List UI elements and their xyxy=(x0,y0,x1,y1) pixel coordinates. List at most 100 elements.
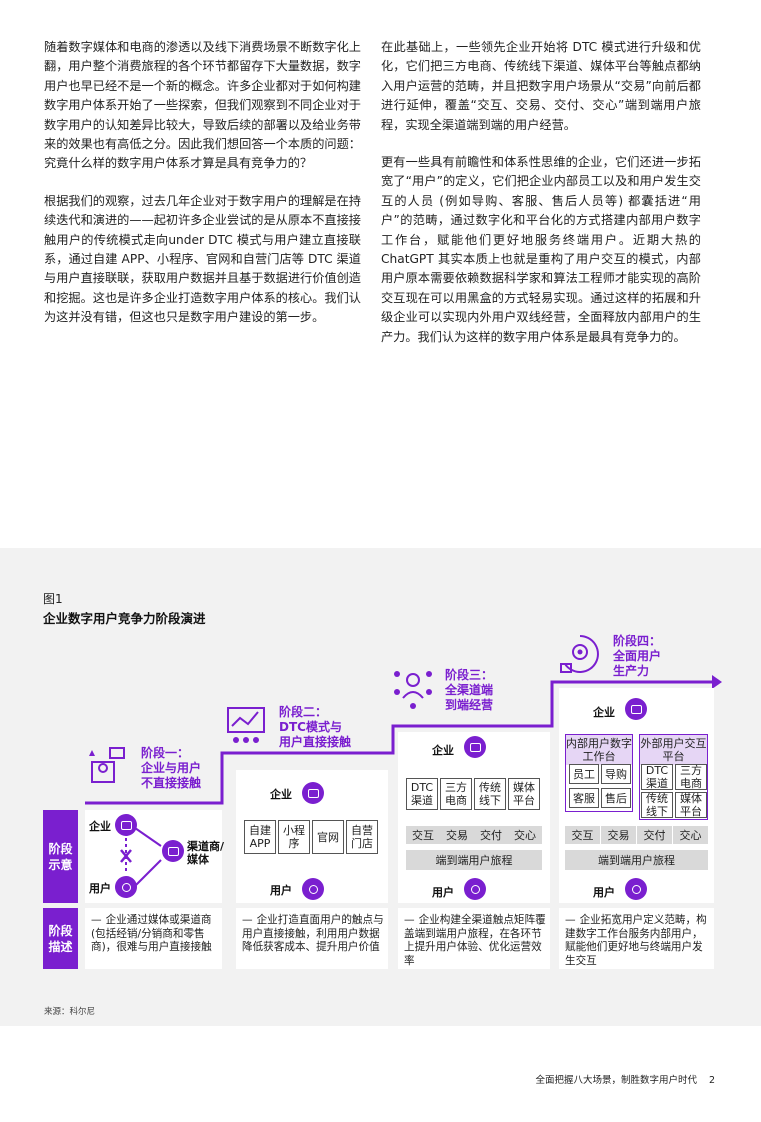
channel-offline: 传统线下 xyxy=(474,778,506,810)
paragraph: 根据我们的观察，过去几年企业对于数字用户的理解是在持续迭代和演进的——起初许多企… xyxy=(44,193,361,325)
journey-step: 交互 xyxy=(406,826,440,844)
stage4-desc-panel: —企业拓宽用户定义范畴，构建数字工作台服务内部用户，赋能他们更好地与终端用户发生… xyxy=(559,908,714,969)
channel-store: 自营门店 xyxy=(346,820,378,854)
journey-step: 交心 xyxy=(673,826,708,844)
page-number: 2 xyxy=(708,1075,715,1086)
figure: 图1 企业数字用户竞争力阶段演进 阶段一： 企业与用户 不直接接触 阶段二： D… xyxy=(0,548,761,1026)
channel-offline: 传统线下 xyxy=(641,792,673,818)
journey-label: 端到端用户旅程 xyxy=(406,850,542,870)
user-icon xyxy=(115,876,137,898)
stage4-diagram-panel: 企业 内部用户数字工作台 员工 导购 客服 售后 外部用户交互平台 DTC渠道 … xyxy=(559,688,714,903)
internal-role: 售后 xyxy=(601,788,631,808)
channel-label: 渠道商/媒体 xyxy=(187,840,225,866)
journey-step: 交付 xyxy=(474,826,508,844)
source-note: 来源：科尔尼 xyxy=(44,1007,96,1017)
journey-step: 交易 xyxy=(601,826,636,844)
enterprise-label: 企业 xyxy=(89,820,111,833)
journey-step: 交心 xyxy=(508,826,542,844)
stage4-desc-text: 企业拓宽用户定义范畴，构建数字工作台服务内部用户，赋能他们更好地与终端用户发生交… xyxy=(565,914,707,967)
row-label-diagram: 阶段示意 xyxy=(43,810,78,903)
stage4-desc: —企业拓宽用户定义范畴，构建数字工作台服务内部用户，赋能他们更好地与终端用户发生… xyxy=(565,914,710,968)
stage3-diagram-panel: 企业 DTC渠道 三方电商 传统线下 媒体平台 交互 交易 交付 交心 端到端用… xyxy=(398,732,550,903)
stage1-desc: —企业通过媒体或渠道商(包括经销/分销商和零售商)，很难与用户直接接触 xyxy=(91,914,219,955)
text-column-left: 随着数字媒体和电商的渗透以及线下消费场景不断数字化上翻，用户整个消费旅程的各个环… xyxy=(44,38,361,346)
dash: — xyxy=(91,914,102,926)
stage1-desc-panel: —企业通过媒体或渠道商(包括经销/分销商和零售商)，很难与用户直接接触 xyxy=(85,908,222,969)
internal-role: 员工 xyxy=(569,764,599,784)
stage2-title: 阶段二： xyxy=(279,705,328,719)
stage1-arrows xyxy=(120,827,162,887)
channel-dtc: DTC渠道 xyxy=(406,778,438,810)
internal-platform: 内部用户数字工作台 xyxy=(565,734,633,812)
dash: — xyxy=(242,914,253,926)
enterprise-icon xyxy=(625,698,647,720)
user-label: 用户 xyxy=(270,884,292,897)
stage3-desc-text: 企业构建全渠道触点矩阵覆盖端到端用户旅程，在各环节上提升用户体验、优化运营效率 xyxy=(404,914,546,967)
stage1-diagram-panel: 企业 渠道商/媒体 用户 xyxy=(85,810,224,903)
user-label: 用户 xyxy=(89,882,111,895)
stage2-sub1: DTC模式与 xyxy=(279,720,342,734)
internal-title: 内部用户数字工作台 xyxy=(566,735,632,765)
journey-step: 交互 xyxy=(565,826,600,844)
user-icon xyxy=(302,878,324,900)
figure-number: 图1 xyxy=(43,592,63,606)
enterprise-label: 企业 xyxy=(593,706,615,719)
enterprise-label: 企业 xyxy=(432,744,454,757)
footer-title: 全面把握八大场景，制胜数字用户时代 xyxy=(535,1075,697,1086)
enterprise-label: 企业 xyxy=(270,788,292,801)
page-footer: 全面把握八大场景，制胜数字用户时代 2 xyxy=(535,1072,715,1086)
paragraph: 更有一些具有前瞻性和体系性思维的企业，它们还进一步拓宽了“用户”的定义，它们把企… xyxy=(381,155,701,344)
channel-icon xyxy=(162,840,184,862)
text-column-right: 在此基础上，一些领先企业开始将 DTC 模式进行升级和优化，它们把三方电商、传统… xyxy=(381,38,701,365)
enterprise-icon xyxy=(115,814,137,836)
user-icon xyxy=(625,878,647,900)
journey-step: 交付 xyxy=(637,826,672,844)
external-title: 外部用户交互平台 xyxy=(640,735,707,765)
stage3-label: 阶段三： 全渠道端 到端经营 xyxy=(445,668,493,713)
stage1-label: 阶段一： 企业与用户 不直接接触 xyxy=(141,746,201,791)
stage3-sub1: 全渠道端 xyxy=(445,683,494,697)
stage4-sub2: 生产力 xyxy=(613,664,650,678)
channel-media: 媒体平台 xyxy=(675,792,707,818)
stage3-icon xyxy=(391,666,435,712)
internal-role: 导购 xyxy=(601,764,631,784)
internal-role: 客服 xyxy=(569,788,599,808)
paragraph: 随着数字媒体和电商的渗透以及线下消费场景不断数字化上翻，用户整个消费旅程的各个环… xyxy=(44,40,361,171)
stage3-desc-panel: —企业构建全渠道触点矩阵覆盖端到端用户旅程，在各环节上提升用户体验、优化运营效率 xyxy=(398,908,550,969)
stage2-label: 阶段二： DTC模式与 用户直接接触 xyxy=(279,705,351,750)
stage1-sub1: 企业与用户 xyxy=(141,761,202,775)
stage2-desc-panel: —企业打造直面用户的触点与用户直接接触，利用用户数据降低获客成本、提升用户价值 xyxy=(236,908,388,969)
user-label: 用户 xyxy=(432,886,454,899)
dash: — xyxy=(404,914,415,926)
paragraph: 在此基础上，一些领先企业开始将 DTC 模式进行升级和优化，它们把三方电商、传统… xyxy=(381,40,701,132)
stage2-icon xyxy=(224,704,268,748)
staircase-arrow xyxy=(85,675,722,805)
figure-title: 企业数字用户竞争力阶段演进 xyxy=(43,611,206,626)
stage4-icon xyxy=(557,632,603,676)
channel-media: 媒体平台 xyxy=(508,778,540,810)
external-platform: 外部用户交互平台 xyxy=(639,734,708,820)
stage1-sub2: 不直接接触 xyxy=(141,776,202,790)
stage3-desc: —企业构建全渠道触点矩阵覆盖端到端用户旅程，在各环节上提升用户体验、优化运营效率 xyxy=(404,914,546,968)
channel-website: 官网 xyxy=(312,820,344,854)
stage3-sub2: 到端经营 xyxy=(445,698,494,712)
stage4-sub1: 全面用户 xyxy=(613,649,662,663)
journey-label: 端到端用户旅程 xyxy=(565,850,708,870)
stage1-title: 阶段一： xyxy=(141,746,190,760)
stage4-title: 阶段四： xyxy=(613,634,662,648)
stage2-desc: —企业打造直面用户的触点与用户直接接触，利用用户数据降低获客成本、提升用户价值 xyxy=(242,914,384,955)
channel-dtc: DTC渠道 xyxy=(641,764,673,790)
enterprise-icon xyxy=(302,782,324,804)
channel-app: 自建APP xyxy=(244,820,276,854)
stage2-sub2: 用户直接接触 xyxy=(279,735,352,749)
user-icon xyxy=(464,878,486,900)
dash: — xyxy=(565,914,576,926)
stage3-title: 阶段三： xyxy=(445,668,494,682)
row-label-description-text: 阶段描述 xyxy=(48,923,73,954)
stage2-diagram-panel: 企业 自建APP 小程序 官网 自营门店 用户 xyxy=(236,770,388,903)
journey-step: 交易 xyxy=(440,826,474,844)
enterprise-icon xyxy=(464,736,486,758)
channel-ecommerce: 三方电商 xyxy=(440,778,472,810)
row-label-description: 阶段描述 xyxy=(43,908,78,969)
stage4-label: 阶段四： 全面用户 生产力 xyxy=(613,634,661,679)
